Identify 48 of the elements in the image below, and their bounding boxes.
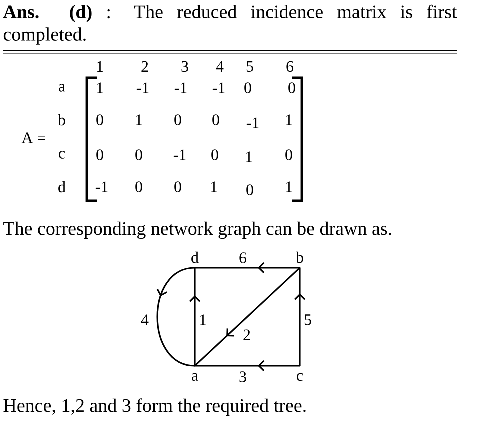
graph-vertex: b (296, 252, 304, 264)
row-label: a (59, 84, 66, 92)
matrix-name: A = (22, 132, 46, 144)
matrix-entry: 0 (212, 114, 220, 126)
matrix-entry: -1 (246, 118, 259, 128)
graph-vertex: c (297, 373, 304, 382)
matrix-entry: -1 (212, 82, 225, 94)
matrix-entry: 0 (246, 184, 254, 196)
matrix-entry: 1 (211, 182, 218, 192)
matrix-entry: 1 (136, 114, 142, 126)
matrix-entry: 1 (246, 152, 252, 162)
matrix-entry: 0 (96, 114, 104, 126)
edge-label: 2 (242, 329, 252, 341)
matrix-entry: -1 (174, 82, 187, 94)
matrix-entry: 0 (96, 150, 104, 160)
matrix-entry: -1 (96, 182, 108, 192)
column-number: 1 (97, 61, 104, 72)
row-label: c (59, 151, 66, 159)
sentence: Hence, 1,2 and 3 form the required tree. (4, 398, 306, 416)
column-number: 2 (142, 61, 148, 72)
edge-label: 6 (238, 252, 248, 264)
edge-label: 3 (238, 371, 248, 383)
edge-label: 4 (140, 314, 150, 326)
matrix-entry: 0 (174, 114, 182, 126)
matrix-entry: 0 (212, 150, 218, 160)
matrix-entry: -1 (174, 150, 186, 160)
answer-text: Ans. (d) : The reduced incidence matrix is first completed. (3, 4, 458, 45)
graph-vertex: a (192, 373, 198, 382)
matrix-entry: 0 (288, 82, 296, 94)
matrix-entry: 1 (286, 114, 292, 126)
edge-label: 5 (304, 314, 312, 326)
graph-vertex: d (192, 252, 199, 264)
matrix-entry: 1 (286, 182, 292, 192)
column-number: 4 (216, 61, 224, 72)
matrix-entry: 0 (174, 182, 182, 192)
matrix-entry: 0 (244, 82, 252, 94)
matrix-entry: 0 (136, 150, 142, 160)
column-number: 3 (182, 61, 188, 72)
column-number: 5 (246, 61, 254, 72)
row-label: d (58, 181, 66, 193)
edge-label: 1 (198, 314, 208, 326)
matrix-entry: 1 (97, 82, 104, 94)
matrix-entry: 0 (136, 182, 142, 192)
sentence: The corresponding network graph can be drawn as. (4, 222, 392, 240)
column-number: 6 (286, 61, 294, 72)
matrix-entry: -1 (136, 82, 149, 94)
row-label: b (58, 114, 66, 126)
matrix-entry: 0 (286, 150, 292, 160)
